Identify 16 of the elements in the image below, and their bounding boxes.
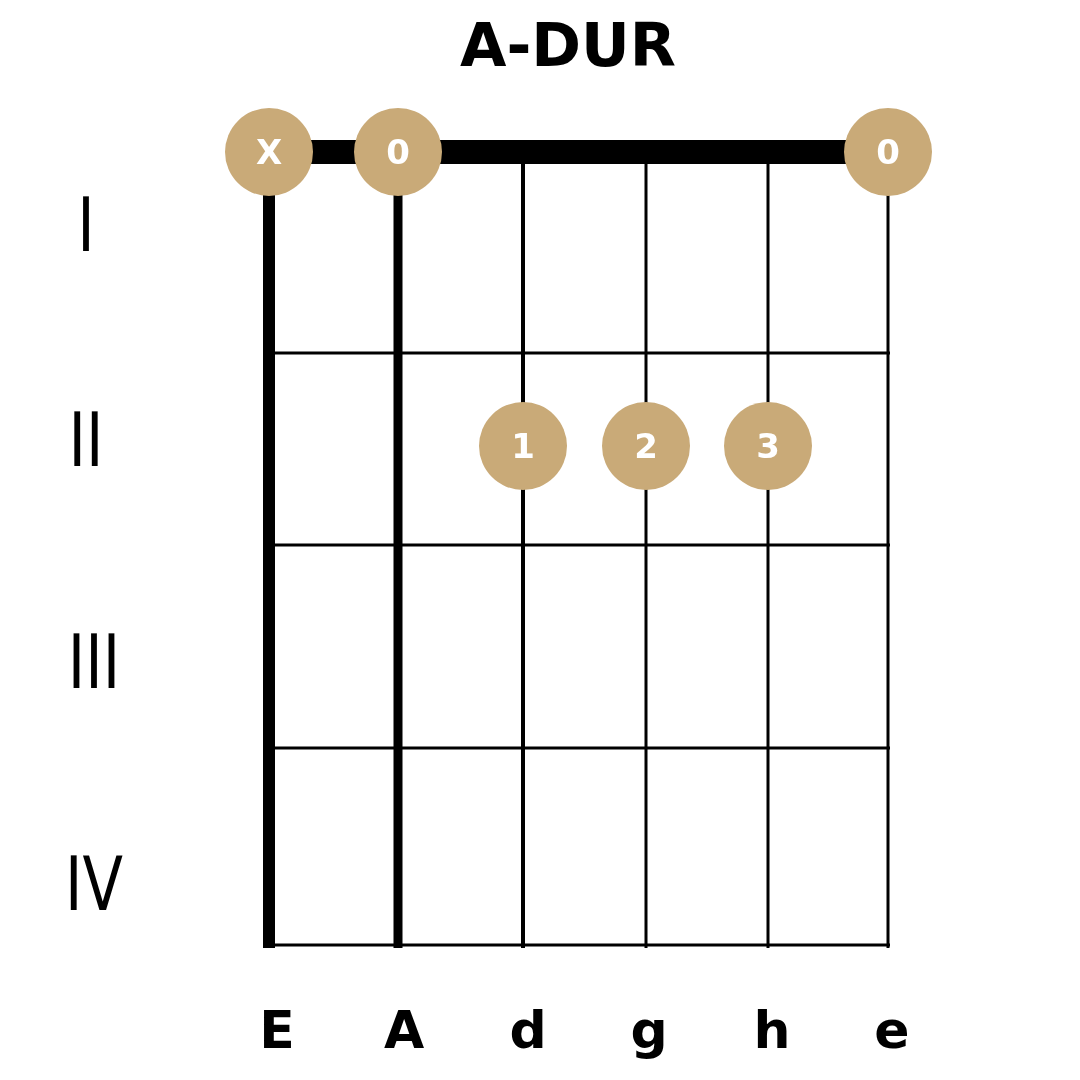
finger-dot: 3 — [724, 402, 812, 490]
string-name: d — [509, 1004, 547, 1056]
string-marker: 0 — [354, 108, 442, 196]
fret-number: II — [68, 403, 104, 477]
string-marker: 0 — [844, 108, 932, 196]
fret-number: IV — [65, 847, 123, 921]
finger-dot: 1 — [479, 402, 567, 490]
fret-number: I — [77, 188, 95, 262]
fret-number: III — [67, 625, 121, 699]
string-name: A — [383, 1004, 425, 1056]
string-name: e — [874, 1004, 910, 1056]
string-name: E — [259, 1004, 295, 1056]
string-marker: X — [225, 108, 313, 196]
finger-dot: 2 — [602, 402, 690, 490]
string-name: h — [753, 1004, 791, 1056]
chord-title: A-DUR — [459, 10, 677, 80]
